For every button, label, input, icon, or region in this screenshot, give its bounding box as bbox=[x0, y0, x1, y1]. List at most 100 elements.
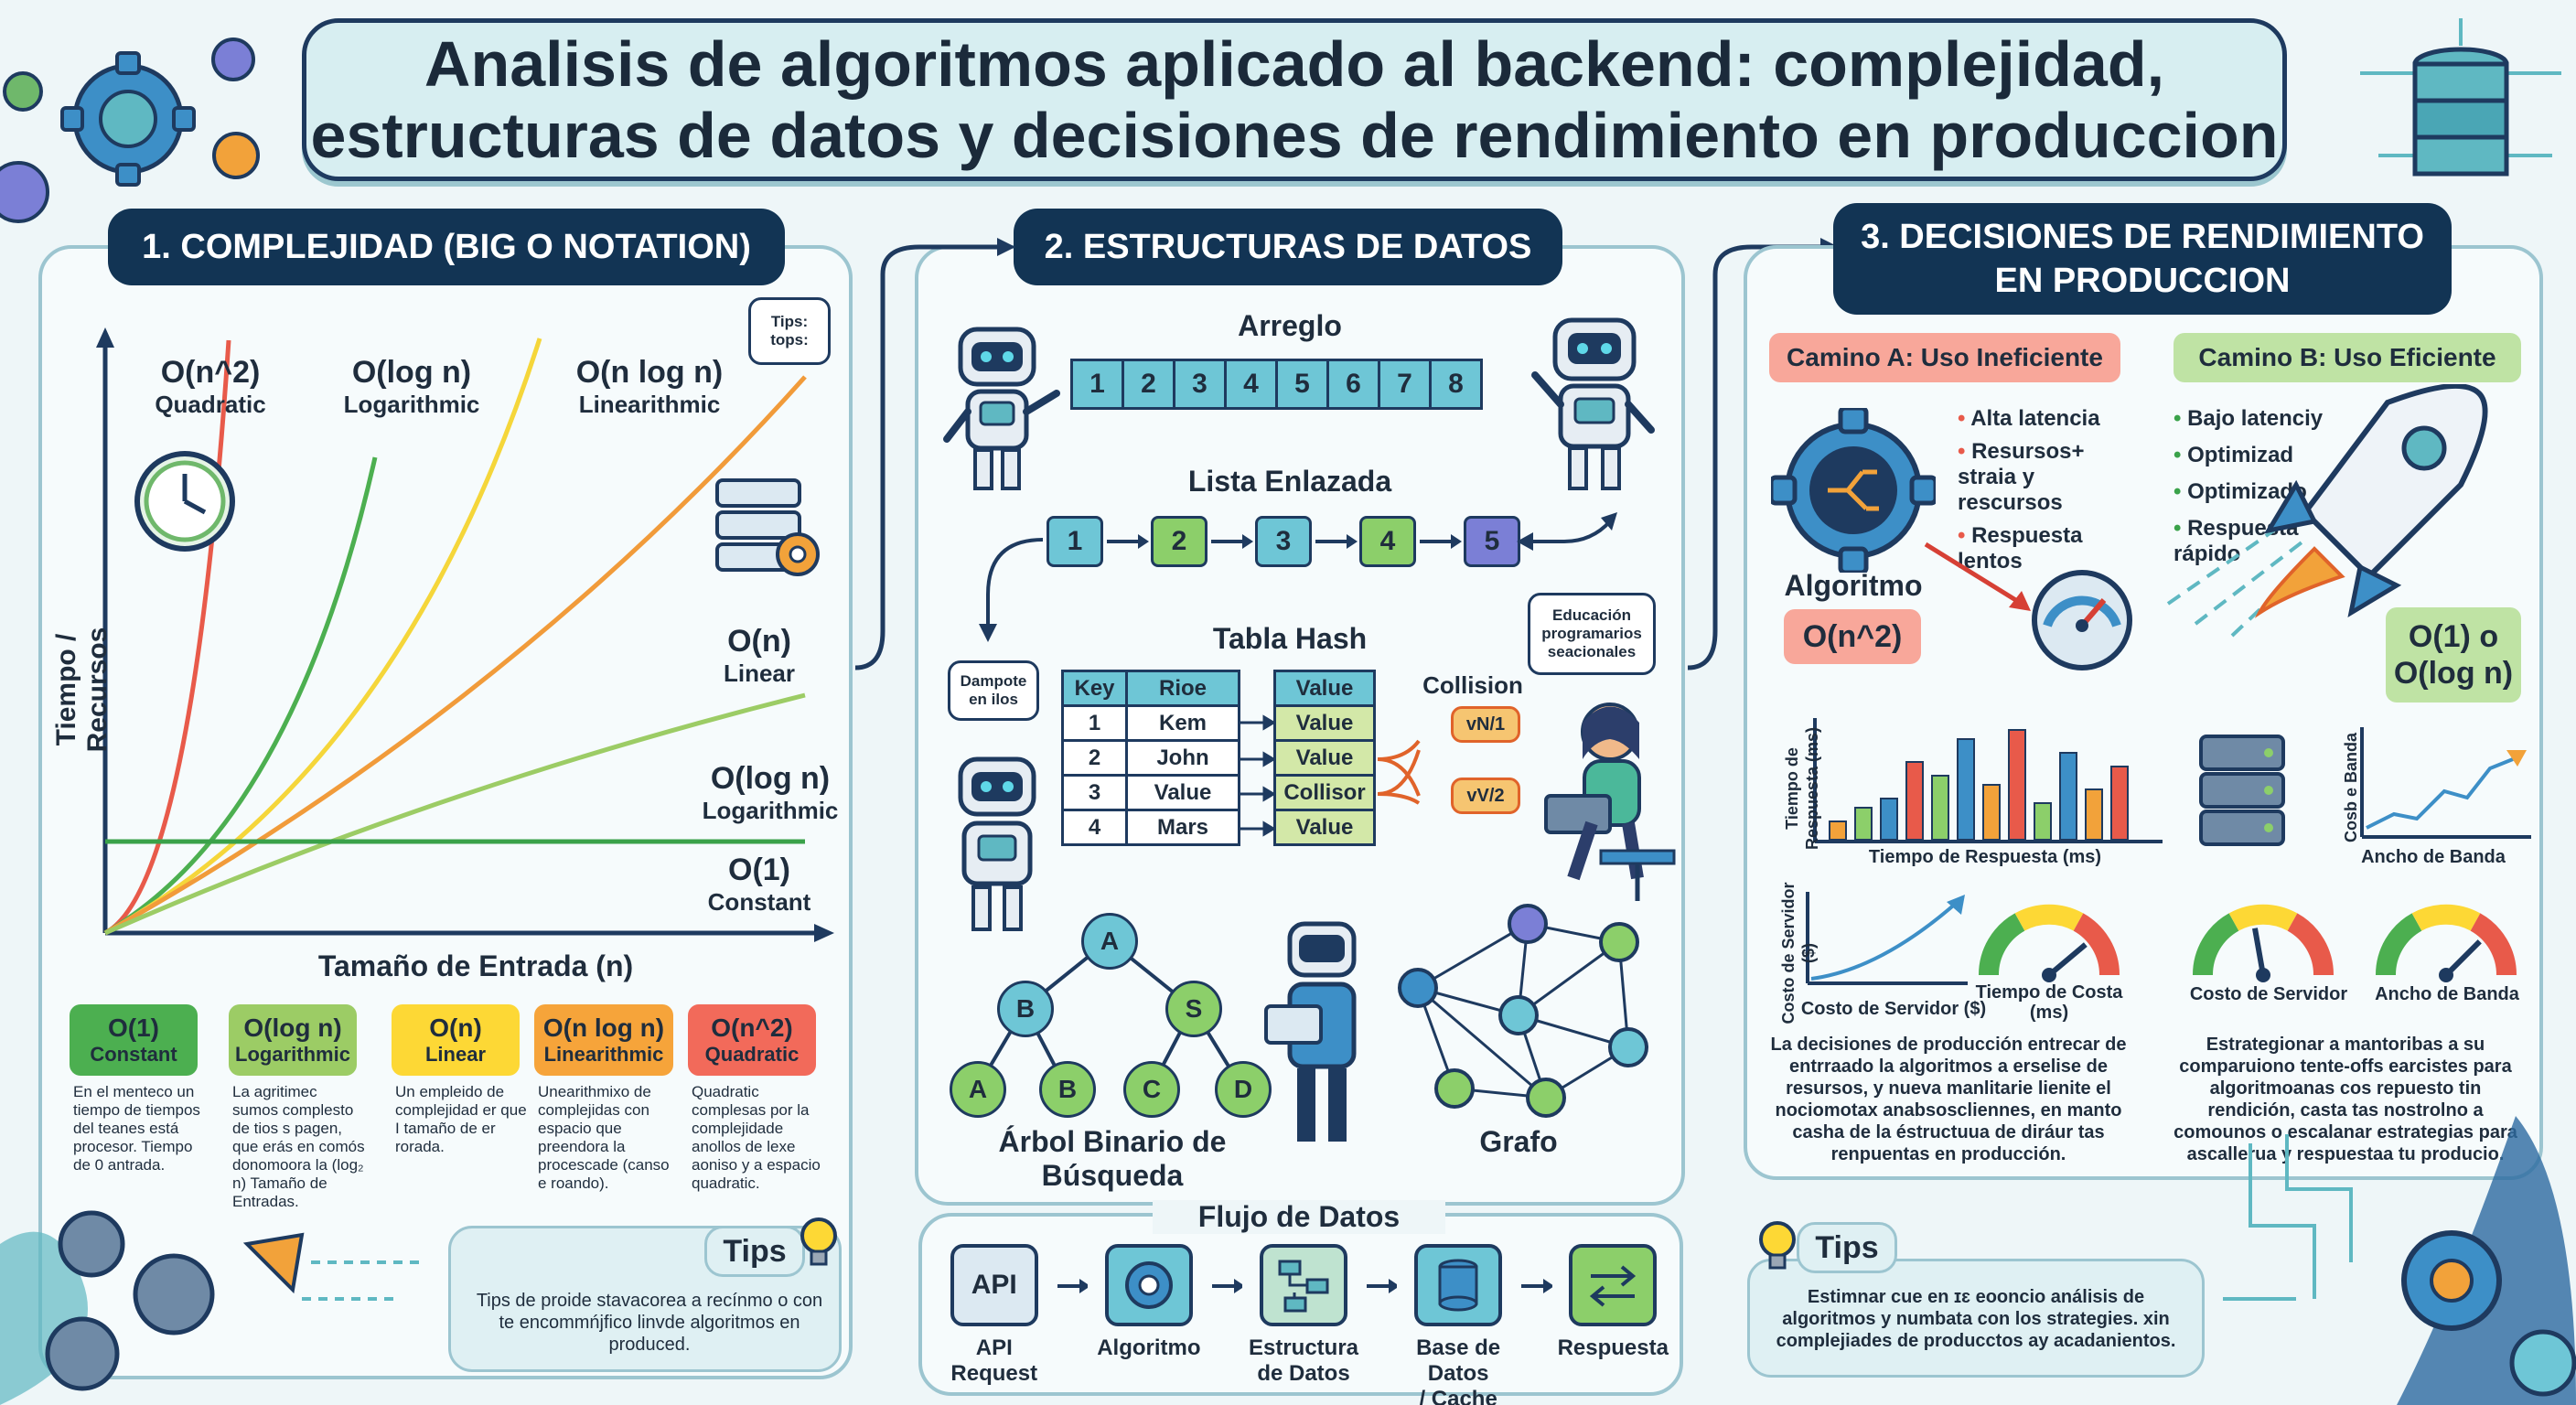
bar bbox=[1905, 761, 1924, 841]
bandwidth-chart-y-label: Cosb e Banda bbox=[2342, 732, 2360, 843]
gauge-icon bbox=[1978, 904, 2120, 982]
tree-node: A bbox=[1081, 913, 1138, 970]
flow-step: Algoritmo bbox=[1088, 1244, 1210, 1405]
gear-icon bbox=[60, 51, 196, 187]
algorithm-gear-icon bbox=[1771, 408, 1936, 573]
flow-step-label: Estructura de Datos bbox=[1248, 1335, 1359, 1386]
tips-box-section-3 bbox=[1747, 1259, 2205, 1378]
clock-icon bbox=[134, 451, 235, 552]
array-cell: 7 bbox=[1378, 359, 1432, 410]
tips-text-section-1: Tips de proide stavacorea a recínmo o co… bbox=[476, 1291, 823, 1355]
array-title: Arreglo bbox=[1238, 309, 1342, 342]
gauge-icon bbox=[2192, 904, 2334, 982]
gears-decoration-top-left bbox=[0, 38, 260, 223]
flow-step-label: Base de Datos / Cache bbox=[1416, 1335, 1501, 1405]
section-1-header: 1. COMPLEJIDAD (BIG O NOTATION) bbox=[108, 209, 785, 285]
bar bbox=[2059, 752, 2077, 841]
bandwidth-chart-x-label: Ancho de Banda bbox=[2361, 847, 2506, 867]
array-cell: 6 bbox=[1326, 359, 1380, 410]
curve-label-linearithmic: O(n log n) Linearithmic bbox=[575, 355, 724, 418]
collision-label: Collision bbox=[1422, 671, 1523, 699]
speech-bubble-right: Educación programarios seacionales bbox=[1528, 593, 1656, 675]
algorithm-label: Algoritmo bbox=[1784, 569, 1923, 602]
legend-pill: O(n)Linear bbox=[392, 1004, 520, 1076]
graph-title: Grafo bbox=[1479, 1125, 1558, 1158]
curve-label-quadratic: O(n^2) Quadratic bbox=[155, 355, 266, 418]
linked-list-node: 2 bbox=[1151, 516, 1208, 567]
bar bbox=[1931, 775, 1949, 841]
speedometer-icon bbox=[2032, 570, 2132, 670]
slow-arrow bbox=[1924, 542, 2031, 611]
array-cell: 5 bbox=[1275, 359, 1329, 410]
legend-description: La agritimec sumos complesto de tios s p… bbox=[232, 1083, 365, 1210]
linked-list-node: 4 bbox=[1359, 516, 1416, 567]
flow-step: Respuesta bbox=[1552, 1244, 1675, 1405]
response-time-bar-chart bbox=[1813, 718, 2163, 843]
section-3-header: 3. DECISIONES DE RENDIMIENTO EN PRODUCCI… bbox=[1833, 203, 2452, 315]
graph-network bbox=[1398, 904, 1648, 1118]
page-title: Analisis de algoritmos aplicado al backe… bbox=[302, 18, 2287, 181]
api-icon: API bbox=[950, 1244, 1038, 1326]
curve-on bbox=[103, 375, 807, 936]
data-flow-row: API API Request Algoritmo Estructura de Dat… bbox=[933, 1244, 1674, 1405]
robot-icon bbox=[1531, 317, 1655, 490]
legend-description: Un empleido de complejidad er que I tama… bbox=[395, 1083, 527, 1155]
bullet-a-3: • Respuesta lentos bbox=[1958, 523, 2083, 574]
flow-step-label: Respuesta bbox=[1557, 1335, 1669, 1360]
y-axis-label: Tiempo / Recursos bbox=[51, 627, 113, 753]
complexity-chart bbox=[96, 327, 834, 942]
hash-values-table: Value Value Value Collisor Value bbox=[1273, 670, 1376, 846]
tips-label-section-3: Tips bbox=[1797, 1222, 1897, 1273]
bar bbox=[1880, 798, 1898, 841]
flow-step: API API Request bbox=[933, 1244, 1056, 1405]
bar-chart-y-label: Tiempo de Respuesta (ms) bbox=[1783, 726, 1821, 851]
bullet-b-1: • Bajo latenciy bbox=[2174, 406, 2324, 431]
bullet-a-1: • Alta latencia bbox=[1958, 406, 2100, 431]
bar bbox=[1854, 807, 1873, 841]
arrow-right-icon bbox=[1520, 1279, 1552, 1293]
bar bbox=[2085, 788, 2103, 841]
server-cost-line-chart bbox=[1806, 892, 1968, 985]
gauge-bandwidth-label: Ancho de Banda bbox=[2375, 984, 2519, 1004]
array-cell: 1 bbox=[1070, 359, 1124, 410]
curve-ologn bbox=[103, 456, 378, 936]
arrow-right-icon bbox=[1211, 534, 1253, 549]
arrow-right-icon bbox=[1211, 1279, 1243, 1293]
tips-text-section-3: Estimnar cue en ɪɛ eooncio análisis de a… bbox=[1776, 1287, 2176, 1351]
curve-label-constant: O(1) Constant bbox=[707, 853, 811, 916]
gauge-server-cost-label: Costo de Servidor bbox=[2189, 984, 2348, 1004]
server-gear-icon bbox=[715, 478, 820, 576]
legend-pill: O(1)Constant bbox=[70, 1004, 198, 1076]
curve-onlogn bbox=[103, 338, 542, 936]
hash-table-title: Tabla Hash bbox=[1212, 622, 1368, 655]
flow-step-label: Algoritmo bbox=[1097, 1335, 1201, 1360]
curve-ologn bbox=[103, 692, 806, 936]
legend-pill: O(n log n)Linearithmic bbox=[534, 1004, 673, 1076]
bar bbox=[2034, 802, 2052, 841]
path-a-bullets: • Alta latencia • Resursos+ straia y res… bbox=[1958, 406, 2141, 574]
robot-with-tablet-icon bbox=[1264, 921, 1357, 1142]
path-a-label: Camino A: Uso Ineficiente bbox=[1769, 333, 2120, 382]
bar bbox=[2110, 766, 2129, 841]
database-icon bbox=[1414, 1244, 1503, 1326]
algorithm-complexity-badge: O(n^2) bbox=[1784, 609, 1921, 664]
gears-decoration-bottom-right bbox=[2223, 1116, 2576, 1405]
legend-pill: O(n^2)Quadratic bbox=[688, 1004, 816, 1076]
gauge-bandwidth bbox=[2373, 896, 2519, 989]
bar-chart-x-label: Tiempo de Respuesta (ms) bbox=[1868, 847, 2102, 867]
gauge-icon bbox=[2375, 904, 2517, 982]
arrow-right-icon bbox=[1315, 534, 1358, 549]
database-icon-top-right bbox=[2360, 18, 2561, 177]
bullet-b-2: • Optimizad bbox=[2174, 443, 2294, 467]
server-rack-icon bbox=[2199, 735, 2285, 846]
gauge-server-cost bbox=[2190, 896, 2336, 989]
bandwidth-line-chart bbox=[2360, 727, 2531, 839]
robot-icon bbox=[958, 756, 1036, 931]
title-line-1: Analisis de algoritmos aplicado al backe… bbox=[424, 28, 2165, 100]
flow-step-label: API Request bbox=[950, 1335, 1038, 1386]
path-b-label: Camino B: Uso Eficiente bbox=[2174, 333, 2521, 382]
section-connector-arrows bbox=[854, 238, 1839, 670]
